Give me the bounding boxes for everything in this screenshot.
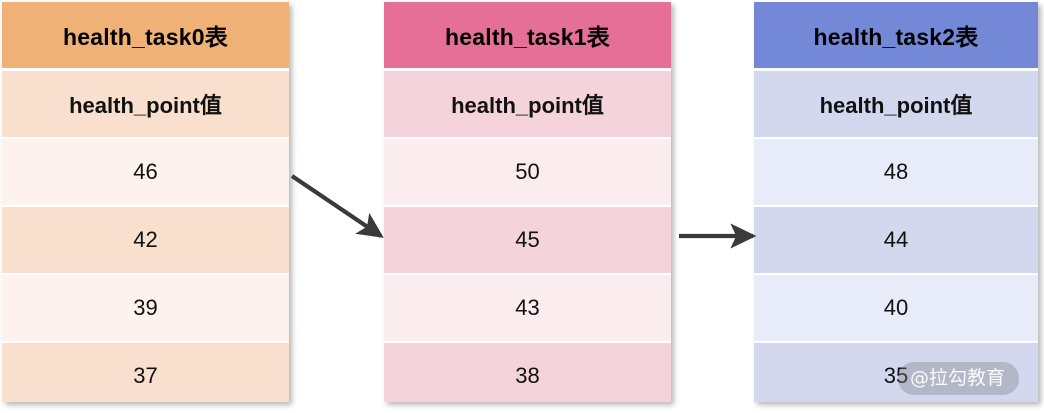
- table-row: 46: [2, 137, 289, 205]
- table-row: 44: [754, 205, 1038, 273]
- table-row: 45: [384, 205, 671, 273]
- table-row: 42: [2, 205, 289, 273]
- table-health-task2: health_task2表 health_point值 48 44 40 35: [754, 2, 1038, 402]
- column-header-health-point-2: health_point值: [754, 68, 1038, 137]
- table-row: 40: [754, 273, 1038, 341]
- table-row: 38: [384, 341, 671, 402]
- table-health-task1: health_task1表 health_point值 50 45 43 38: [384, 2, 671, 402]
- table-row: 50: [384, 137, 671, 205]
- table-title-health-task1: health_task1表: [384, 2, 671, 68]
- table-health-task0: health_task0表 health_point值 46 42 39 37: [2, 2, 289, 402]
- table-title-health-task0: health_task0表: [2, 2, 289, 68]
- table-row: 37: [2, 341, 289, 402]
- table-row: 43: [384, 273, 671, 341]
- table-row: 35: [754, 341, 1038, 402]
- watermark: @拉勾教育: [898, 362, 1020, 395]
- column-header-health-point-1: health_point值: [384, 68, 671, 137]
- table-title-health-task2: health_task2表: [754, 2, 1038, 68]
- table-row: 39: [2, 273, 289, 341]
- table-row: 48: [754, 137, 1038, 205]
- arrow-task0-to-task1: [290, 174, 384, 238]
- column-header-health-point-0: health_point值: [2, 68, 289, 137]
